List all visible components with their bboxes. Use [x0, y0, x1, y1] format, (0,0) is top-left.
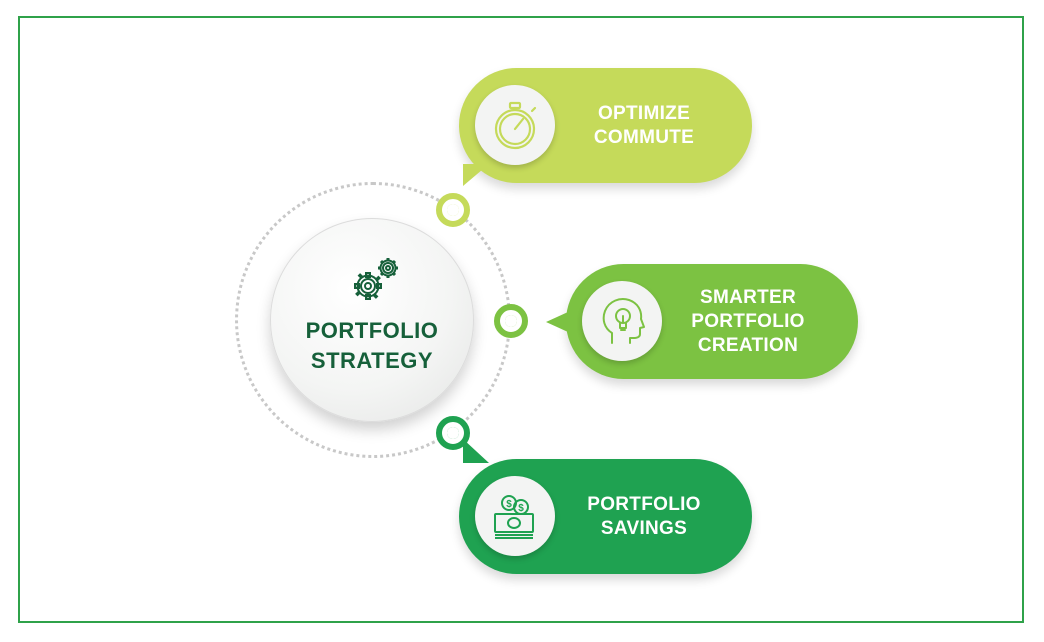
gears-icon	[354, 258, 398, 300]
bubble-2-line1: SMARTER	[699, 287, 797, 308]
svg-text:$: $	[506, 499, 512, 510]
stopwatch-icon	[494, 101, 537, 150]
svg-text:$: $	[518, 503, 524, 514]
connector-node-1	[436, 193, 470, 227]
money-coins-icon: $ $	[494, 495, 534, 539]
bubble-3-line1: PORTFOLIO	[587, 494, 701, 515]
icon-disc-2	[582, 281, 662, 361]
head-lightbulb-icon	[602, 298, 645, 344]
icon-disc-3: $ $	[475, 476, 555, 556]
bubble-smarter-portfolio-creation: SMARTER PORTFOLIO CREATION	[546, 264, 858, 379]
bubble-2-line3: CREATION	[697, 335, 799, 356]
bubble-label-smarter-portfolio-creation: SMARTER PORTFOLIO CREATION	[678, 286, 818, 358]
bubble-label-portfolio-savings: PORTFOLIO SAVINGS	[569, 493, 719, 541]
bubble-label-optimize-commute: OPTIMIZE COMMUTE	[569, 102, 719, 150]
center-title-line1: PORTFOLIO	[305, 318, 439, 343]
bubble-3-line2: SAVINGS	[600, 518, 688, 539]
bubble-2-line2: PORTFOLIO	[691, 311, 805, 332]
icon-disc-1	[475, 85, 555, 165]
bubble-optimize-commute: OPTIMIZE COMMUTE	[459, 68, 752, 186]
bubble-1-line1: OPTIMIZE	[597, 103, 691, 124]
center-node: PORTFOLIO STRATEGY	[270, 218, 474, 422]
bubble-portfolio-savings: $ $ PORTFOLIO SAVINGS	[459, 439, 752, 574]
connector-node-2	[494, 304, 528, 338]
bubble-1-line2: COMMUTE	[593, 127, 695, 148]
center-title-line2: STRATEGY	[310, 348, 434, 373]
